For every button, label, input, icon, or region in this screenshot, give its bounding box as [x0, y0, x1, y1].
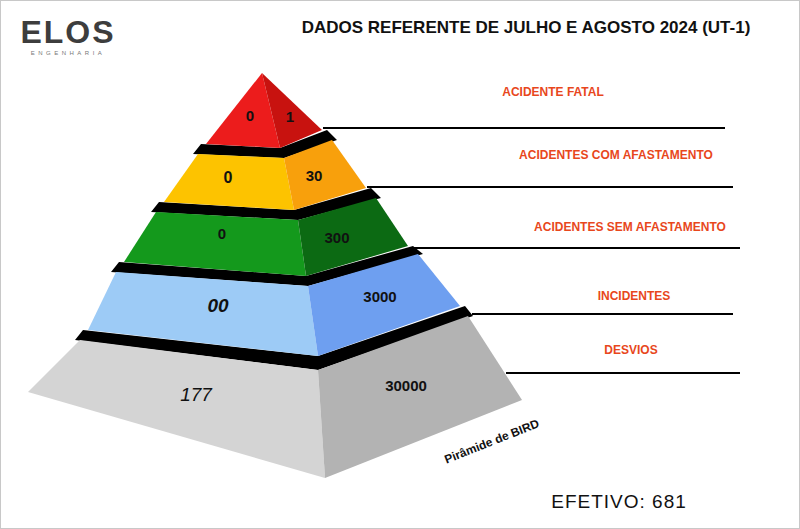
face-shape — [124, 212, 306, 276]
count-number: 0 — [218, 226, 226, 243]
title-holder: DADOS REFERENTE DE JULHO E AGOSTO 2024 (… — [302, 19, 751, 38]
deviation-reference: 30000 — [318, 316, 522, 478]
face-shape — [318, 316, 522, 478]
level-label: ACIDENTE FATAL — [502, 86, 604, 99]
face-fill — [28, 340, 325, 478]
incident-count: 00 — [88, 272, 318, 356]
label-holder: ACIDENTES COM AFASTAMENTO — [519, 149, 713, 162]
level-label: INCIDENTES — [598, 290, 671, 303]
label-holder: ENGENHARIA — [31, 50, 106, 57]
lost-time-count: 0 — [164, 154, 294, 210]
leader-line — [414, 247, 740, 249]
label-holder: EFETIVO: 681 — [551, 492, 687, 513]
label-holder: DESVIOS — [604, 344, 657, 357]
count-number: 177 — [180, 385, 212, 406]
face-fill — [124, 212, 306, 276]
headcount: EFETIVO: 681 — [551, 492, 687, 513]
count-number: 3000 — [363, 289, 396, 306]
label-holder: ELOS — [20, 15, 115, 50]
label-holder: ACIDENTES SEM AFASTAMENTO — [534, 221, 726, 234]
count-number: 1 — [286, 109, 294, 126]
count-number: 00 — [207, 296, 228, 317]
slide-title: DADOS REFERENTE DE JULHO E AGOSTO 2024 (… — [302, 19, 751, 38]
count-number: 0 — [224, 169, 233, 187]
leader-line — [323, 127, 725, 129]
company-logo: ELOS — [20, 15, 115, 50]
count-number: 30 — [306, 168, 323, 185]
count-number: 30000 — [385, 378, 427, 395]
face-fill — [88, 272, 318, 356]
face-shape — [284, 140, 366, 210]
label-holder: ACIDENTE FATAL — [502, 86, 604, 99]
face-fill — [284, 140, 366, 210]
count-number: 300 — [324, 230, 349, 247]
lost-time-reference: 30 — [284, 140, 366, 210]
leader-line — [472, 313, 733, 315]
fatal-reference: 1 — [262, 73, 322, 148]
leader-line — [506, 372, 740, 374]
no-lost-time-count: 0 — [124, 212, 306, 276]
level-label: DESVIOS — [604, 344, 657, 357]
level-label: ACIDENTES SEM AFASTAMENTO — [534, 221, 726, 234]
label-holder: INCIDENTES — [598, 290, 671, 303]
face-shape — [28, 340, 325, 478]
logo-subtitle: ENGENHARIA — [31, 50, 106, 57]
deviation-count: 177 — [28, 340, 325, 478]
level-label: ACIDENTES COM AFASTAMENTO — [519, 149, 713, 162]
face-shape — [88, 272, 318, 356]
face-fill — [318, 316, 522, 478]
face-fill — [262, 73, 322, 148]
leader-line — [367, 186, 733, 188]
count-number: 0 — [246, 108, 254, 125]
face-fill — [164, 154, 294, 210]
